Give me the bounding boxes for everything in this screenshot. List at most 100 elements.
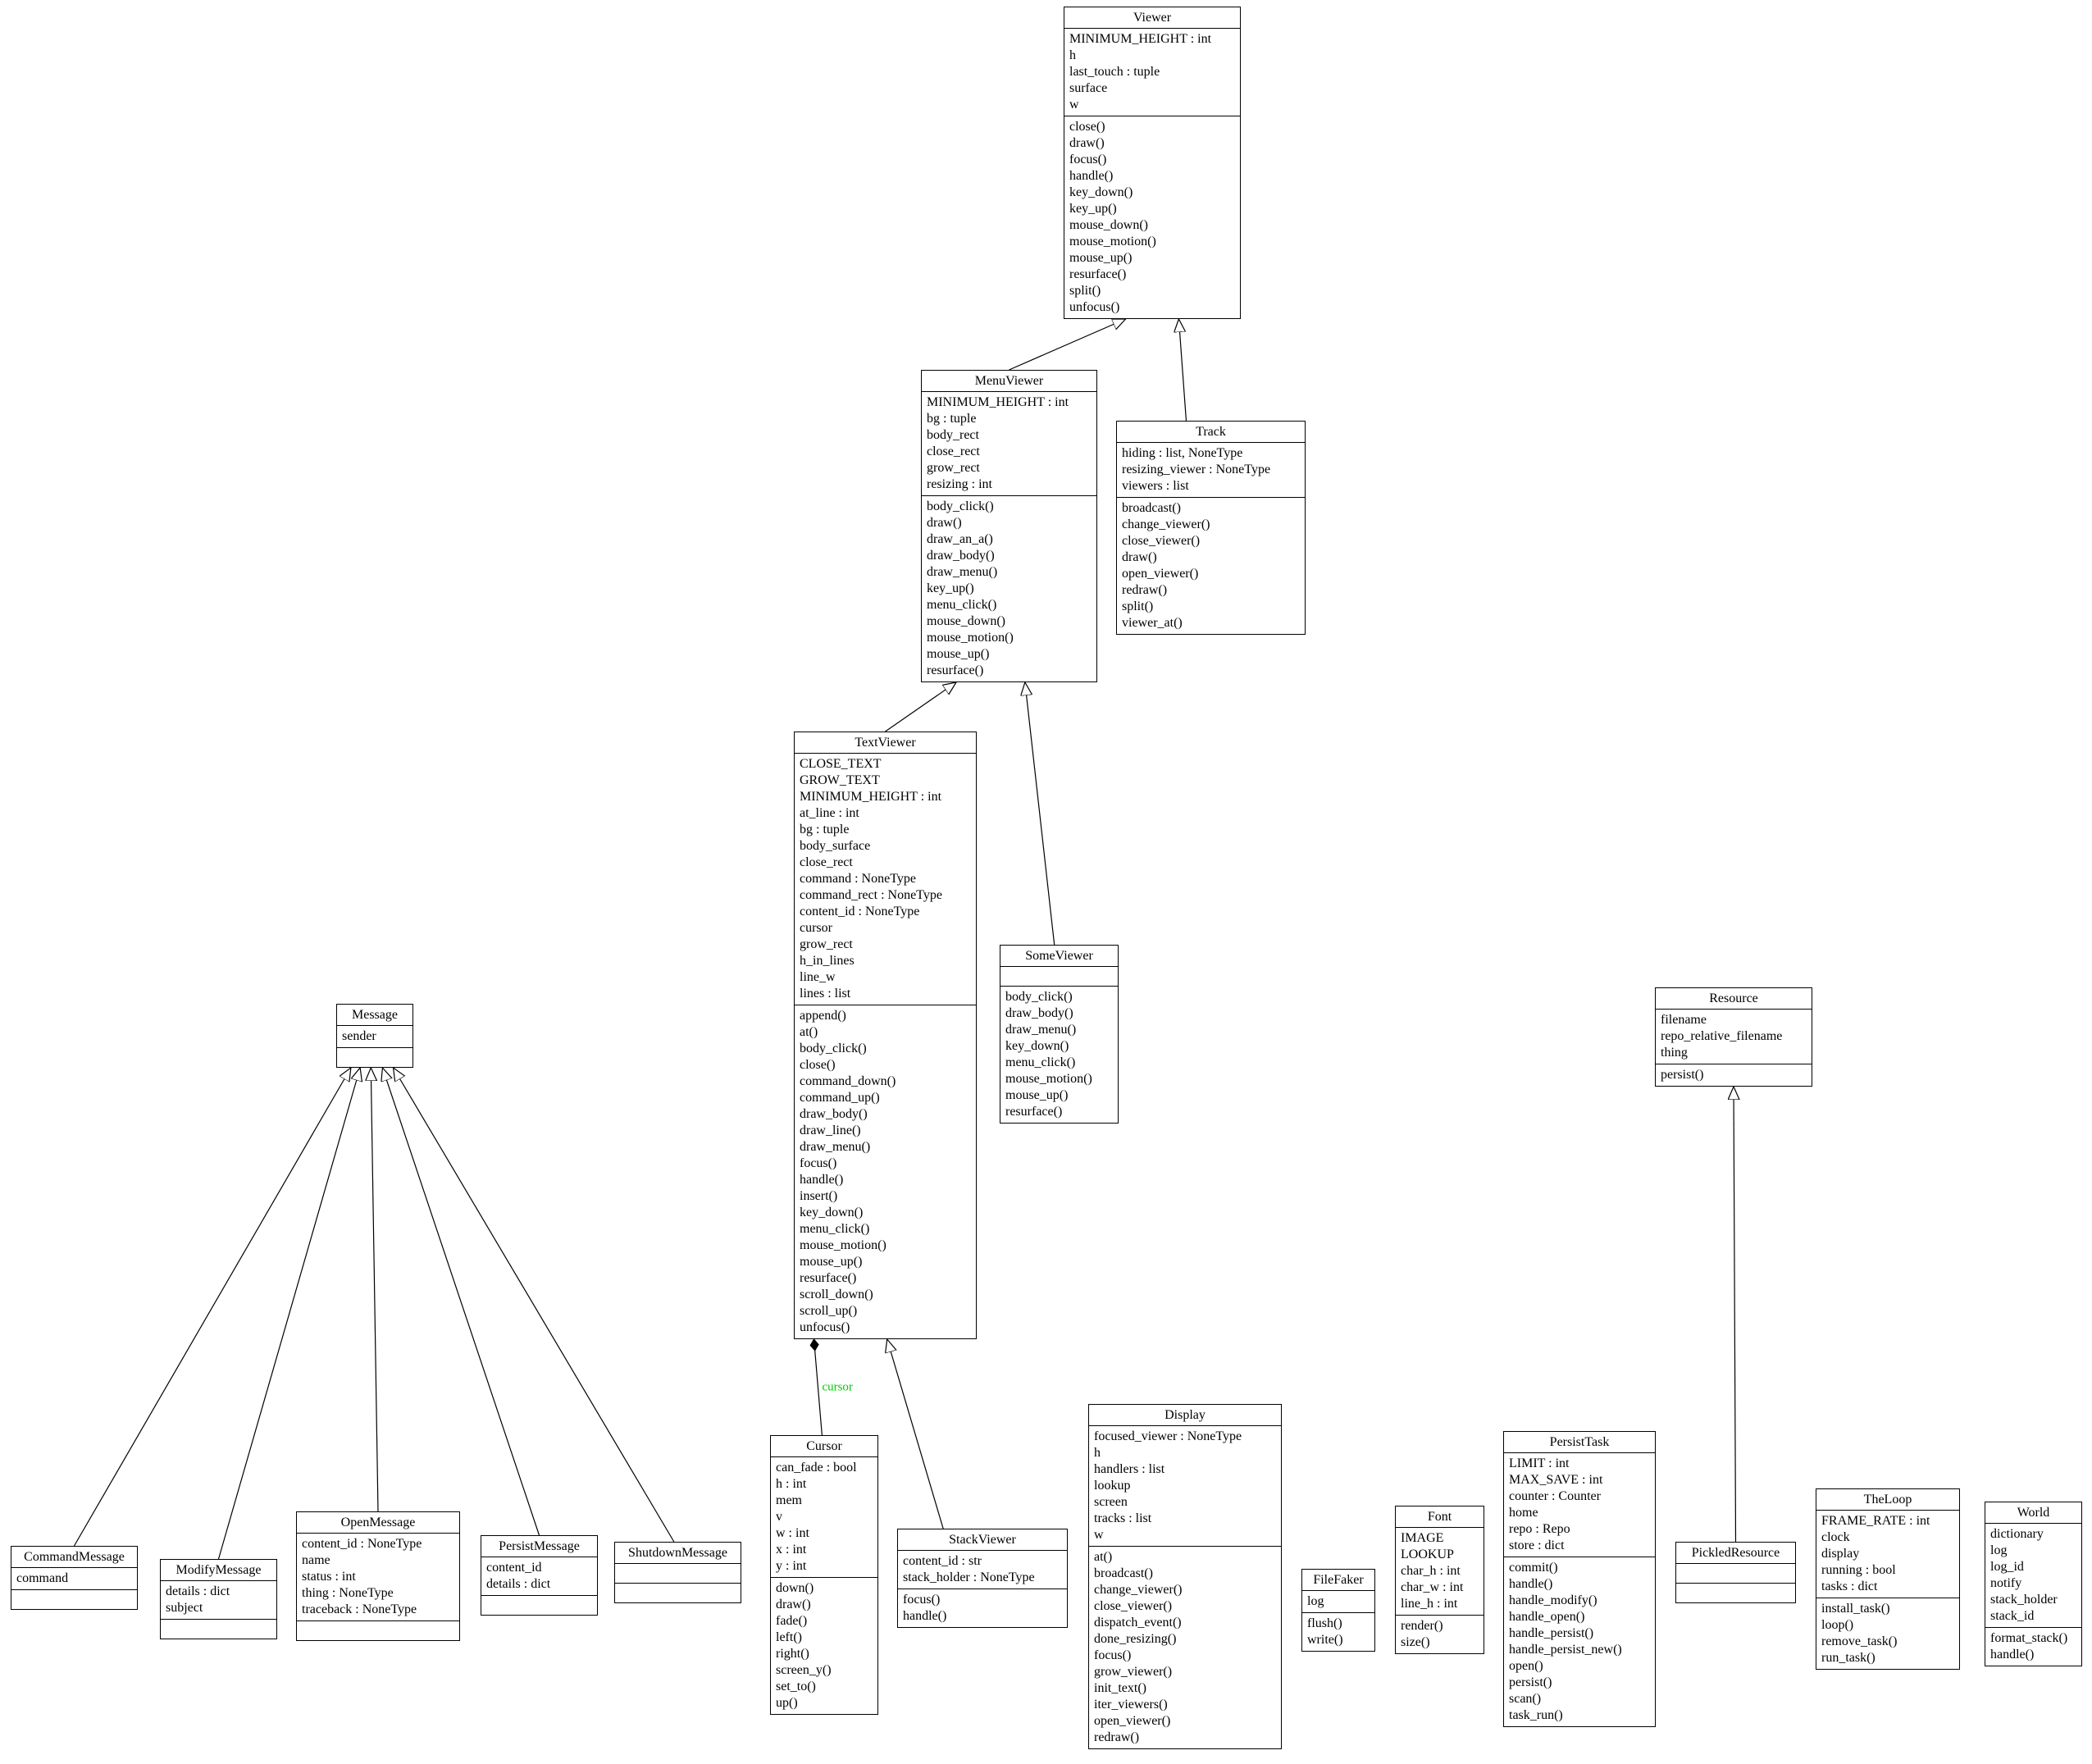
attribute: resizing_viewer : NoneType: [1122, 463, 1271, 476]
attribute: close_rect: [800, 855, 853, 869]
method: split(): [1069, 284, 1101, 298]
class-title: ModifyMessage: [175, 1563, 262, 1577]
methods-compartment: body_click()draw()draw_an_a()draw_body()…: [922, 495, 1096, 681]
method: loop(): [1821, 1618, 1854, 1632]
attribute: w: [1069, 98, 1079, 112]
class-title: Message: [352, 1008, 398, 1022]
method: handle(): [1990, 1648, 2035, 1661]
method: mouse_down(): [927, 614, 1005, 628]
attribute: details : dict: [486, 1577, 551, 1591]
attribute: command_rect : NoneType: [800, 888, 942, 902]
method: draw(): [776, 1598, 811, 1611]
class-title: OpenMessage: [340, 1516, 416, 1529]
method: resurface(): [800, 1271, 857, 1285]
attribute: content_id: [486, 1561, 542, 1575]
method: mouse_up(): [927, 647, 990, 661]
method: open(): [1509, 1659, 1543, 1673]
edge-inheritance-textviewer-to-menuviewer: [885, 682, 957, 732]
method: change_viewer(): [1094, 1583, 1183, 1597]
method: up(): [776, 1696, 798, 1710]
attribute: body_surface: [800, 839, 871, 853]
method: close_viewer(): [1094, 1599, 1173, 1613]
attribute: grow_rect: [800, 937, 853, 951]
method: left(): [776, 1630, 802, 1644]
edge-inheritance-pickledresource-to-resource: [1734, 1087, 1736, 1543]
attribute: w : int: [776, 1526, 809, 1540]
method: persist(): [1509, 1675, 1552, 1689]
method: split(): [1122, 599, 1154, 613]
attribute: sender: [342, 1029, 376, 1043]
attribute: traceback : NoneType: [302, 1602, 417, 1616]
attribute: details : dict: [166, 1584, 230, 1598]
methods-compartment: focus()handle(): [898, 1589, 1067, 1627]
method: draw_menu(): [800, 1140, 871, 1154]
method: write(): [1307, 1633, 1343, 1647]
method: mouse_motion(): [1069, 235, 1156, 248]
method: resurface(): [1005, 1105, 1063, 1119]
attribute: status : int: [302, 1570, 356, 1584]
method: scroll_up(): [800, 1304, 858, 1318]
method: unfocus(): [800, 1320, 850, 1334]
methods-compartment: [481, 1595, 597, 1615]
attribute: line_w: [800, 970, 836, 984]
attribute: content_id : NoneType: [800, 905, 920, 918]
method: redraw(): [1122, 583, 1168, 597]
attribute: grow_rect: [927, 461, 980, 475]
methods-compartment: body_click()draw_body()draw_menu()key_do…: [1000, 986, 1118, 1123]
method: at(): [1094, 1550, 1113, 1564]
method: menu_click(): [927, 598, 997, 612]
method: key_down(): [1069, 185, 1133, 199]
method: unfocus(): [1069, 300, 1120, 314]
attribute: repo_relative_filename: [1661, 1029, 1783, 1043]
attribute: log: [1990, 1543, 2008, 1557]
method: mouse_motion(): [1005, 1072, 1092, 1086]
method: focus(): [1069, 153, 1107, 166]
methods-compartment: at()broadcast()change_viewer()close_view…: [1089, 1546, 1281, 1748]
method: handle(): [800, 1173, 844, 1187]
method: mouse_down(): [1069, 218, 1148, 232]
method: key_up(): [1069, 202, 1117, 216]
attribute: stack_id: [1990, 1609, 2035, 1623]
attribute: GROW_TEXT: [800, 773, 880, 787]
attribute: lookup: [1094, 1479, 1131, 1493]
method: handle_open(): [1509, 1610, 1585, 1624]
edge-inheritance-commandmessage-to-message: [73, 1068, 351, 1547]
methods-compartment: [297, 1620, 459, 1640]
method: scan(): [1509, 1692, 1542, 1706]
attribute: h: [1094, 1446, 1101, 1460]
method: render(): [1401, 1619, 1443, 1633]
attribute: line_h : int: [1401, 1597, 1458, 1611]
method: draw_body(): [800, 1107, 868, 1121]
method: screen_y(): [776, 1663, 832, 1677]
class-title: World: [2017, 1506, 2050, 1520]
method: set_to(): [776, 1680, 816, 1693]
method: handle_persist_new(): [1509, 1643, 1622, 1657]
method: mouse_motion(): [927, 631, 1014, 645]
methods-compartment: [337, 1047, 412, 1067]
attribute: bg : tuple: [927, 412, 977, 426]
method: key_up(): [927, 581, 974, 595]
method: draw_line(): [800, 1124, 861, 1137]
attributes-compartment: log: [1302, 1590, 1374, 1612]
method: menu_click(): [800, 1222, 870, 1236]
method: broadcast(): [1122, 501, 1181, 515]
method: resurface(): [927, 663, 984, 677]
attribute: surface: [1069, 81, 1108, 95]
method: mouse_up(): [1005, 1088, 1069, 1102]
methods-compartment: [11, 1589, 137, 1609]
edge-inheritance-track-to-viewer: [1178, 319, 1187, 422]
method: handle(): [1509, 1577, 1553, 1591]
method: mouse_up(): [800, 1255, 863, 1269]
methods-compartment: render()size(): [1396, 1615, 1484, 1653]
